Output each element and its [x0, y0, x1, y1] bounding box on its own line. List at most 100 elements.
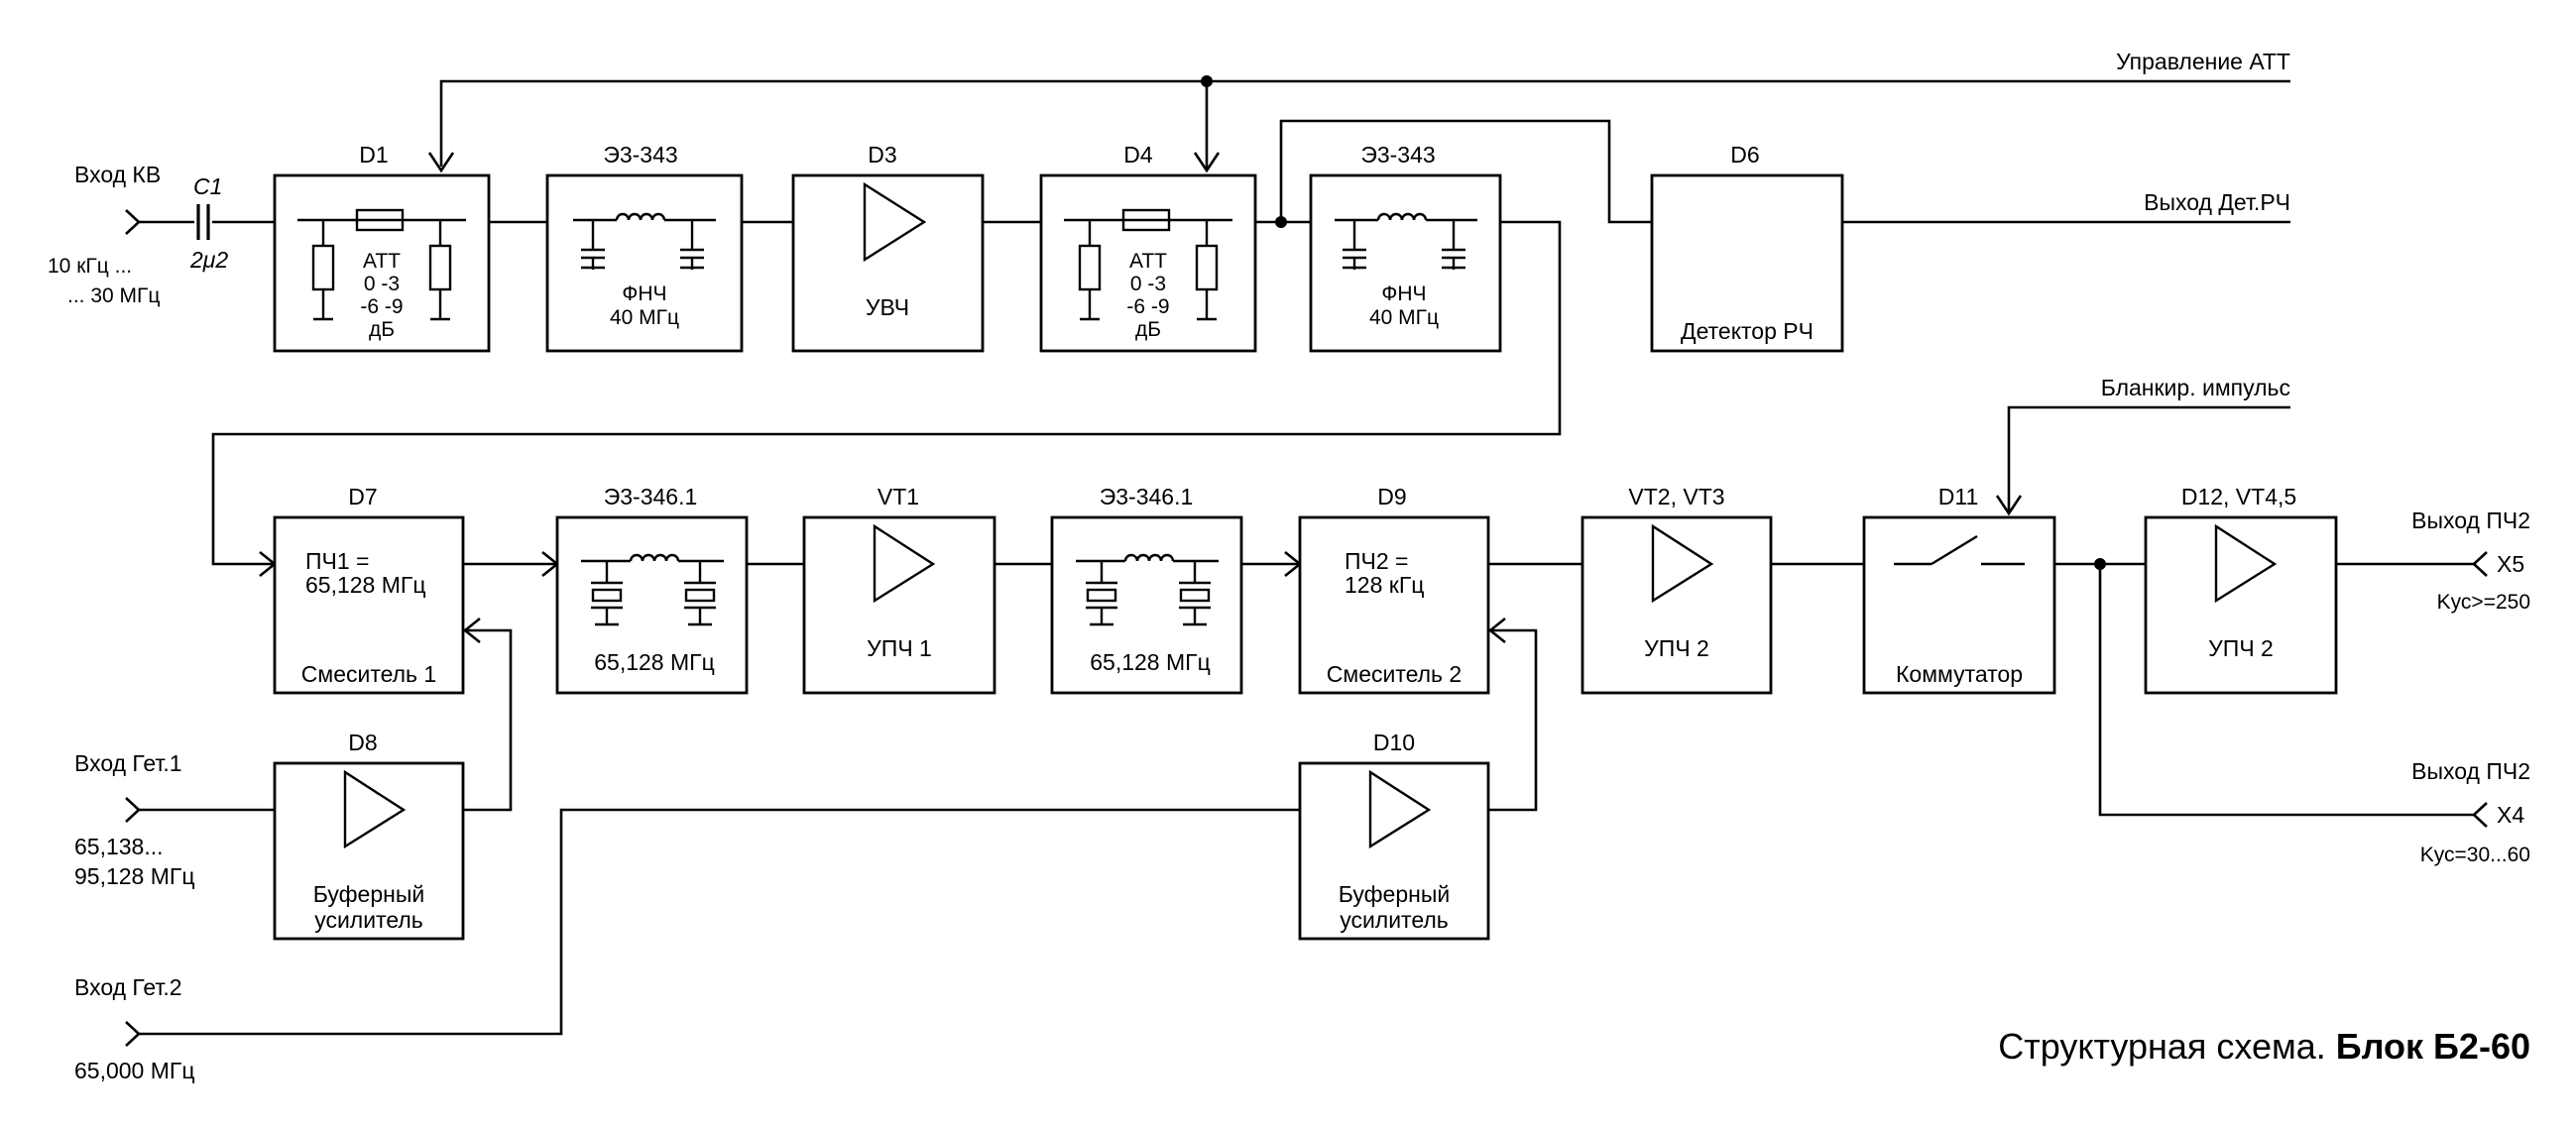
block-ref: D3	[868, 142, 896, 168]
amplifier-icon	[343, 769, 407, 849]
blank-pulse-label: Бланкир. импульс	[2101, 375, 2290, 400]
attenuator-symbol	[1064, 208, 1232, 321]
block-ref: Э3-346.1	[1100, 484, 1194, 509]
block-text: 65,128 МГц	[1090, 649, 1211, 675]
block-text: 65,128 МГц	[594, 649, 715, 675]
amplifier-icon	[863, 181, 927, 263]
block-ref: VT2, VT3	[1628, 484, 1724, 509]
block-text: АТТ	[1129, 250, 1167, 273]
attenuator-symbol	[297, 208, 466, 321]
caption-bold: Блок Б2-60	[2336, 1026, 2530, 1067]
lowpass-filter-symbol	[1335, 212, 1477, 270]
output-x5-connector	[2472, 551, 2488, 577]
input-get1-label: Вход Гет.1	[74, 750, 182, 776]
block-text: Детектор РЧ	[1681, 318, 1814, 344]
output-x5-label: Выход ПЧ2	[2411, 508, 2530, 533]
input-kv-range: 10 кГц ...	[48, 255, 132, 278]
block-d1	[273, 173, 491, 353]
output-x5-connector-label: X5	[2497, 551, 2524, 577]
block-text: 128 кГц	[1345, 572, 1424, 598]
block-text: ПЧ1 =	[305, 548, 369, 574]
block-text: УПЧ 1	[867, 635, 932, 661]
output-x5-gain: Kус>=250	[2437, 591, 2530, 614]
block-text: ФНЧ	[1381, 282, 1426, 305]
block-text: -6 -9	[360, 295, 403, 318]
block-text: дБ	[369, 318, 395, 341]
block-ref: D10	[1373, 730, 1415, 755]
block-quartz-filter-1	[555, 515, 749, 695]
block-text: 0 -3	[364, 273, 400, 295]
block-d7	[273, 515, 465, 695]
input-get1-freq: 65,138...	[74, 834, 164, 859]
block-text: 40 МГц	[1369, 306, 1439, 329]
amplifier-icon	[873, 523, 936, 604]
switch-symbol	[1894, 534, 2025, 566]
det-output-label: Выход Дет.РЧ	[2144, 189, 2290, 215]
output-x4-label: Выход ПЧ2	[2411, 758, 2530, 784]
block-quartz-filter-2	[1050, 515, 1243, 695]
quartz-filter-symbol	[1076, 553, 1219, 626]
block-text: УПЧ 2	[1644, 635, 1709, 661]
input-kv-connector	[125, 209, 141, 235]
capacitor-value: 2μ2	[189, 247, 228, 273]
block-text: Смеситель 1	[301, 661, 436, 687]
input-get1-connector	[125, 797, 141, 823]
output-x4-connector-label: X4	[2497, 802, 2524, 828]
block-text: Смеситель 2	[1327, 661, 1462, 687]
block-d10	[1298, 761, 1490, 941]
block-d6	[1650, 173, 1844, 353]
block-text: ПЧ2 =	[1345, 548, 1408, 574]
junction-dot	[1275, 216, 1287, 228]
input-get2-label: Вход Гет.2	[74, 974, 182, 1000]
output-x4-gain: Kус=30...60	[2420, 844, 2530, 866]
capacitor-c1	[194, 204, 212, 240]
block-d4	[1039, 173, 1257, 353]
caption-plain: Структурная схема.	[1998, 1026, 2336, 1067]
block-text: УПЧ 2	[2208, 635, 2274, 661]
block-text: Буферный	[1339, 881, 1450, 907]
block-ref: Э3-346.1	[604, 484, 698, 509]
block-ref: VT1	[878, 484, 919, 509]
junction-dot	[2094, 558, 2106, 570]
input-get2-freq: 65,000 МГц	[74, 1058, 195, 1083]
amplifier-icon	[2214, 523, 2278, 604]
input-kv-label: Вход КВ	[74, 162, 161, 187]
block-text: усилитель	[314, 907, 423, 933]
amplifier-icon	[1651, 523, 1714, 604]
block-ref: D4	[1123, 142, 1153, 168]
diagram-caption: Структурная схема. Блок Б2-60	[1998, 1026, 2530, 1067]
junction-dot	[1201, 75, 1213, 87]
block-text: Буферный	[313, 881, 424, 907]
block-text: 0 -3	[1130, 273, 1166, 295]
block-ref: D8	[348, 730, 377, 755]
block-filter-1	[545, 173, 744, 353]
block-ref: D12, VT4,5	[2181, 484, 2296, 509]
block-text: -6 -9	[1126, 295, 1169, 318]
block-ref: D7	[348, 484, 377, 509]
block-text: усилитель	[1340, 907, 1449, 933]
block-ref: D11	[1938, 484, 1979, 509]
block-d9	[1298, 515, 1490, 695]
block-text: ФНЧ	[622, 282, 666, 305]
block-text: Коммутатор	[1896, 661, 2023, 687]
block-text: 65,128 МГц	[305, 572, 426, 598]
block-ref: Э3-343	[1360, 142, 1435, 168]
input-kv-range: ... 30 МГц	[67, 284, 160, 307]
block-ref: D1	[359, 142, 388, 168]
input-get2-connector	[125, 1021, 141, 1047]
block-text: УВЧ	[866, 294, 909, 320]
block-text: АТТ	[363, 250, 401, 273]
att-control-label: Управление АТТ	[2116, 49, 2290, 74]
block-text: дБ	[1135, 318, 1161, 341]
block-ref: D6	[1730, 142, 1759, 168]
block-text: 40 МГц	[610, 306, 679, 329]
input-get1-freq: 95,128 МГц	[74, 863, 195, 889]
capacitor-name: C1	[193, 173, 222, 199]
output-x4-connector	[2472, 802, 2488, 828]
block-ref: D9	[1377, 484, 1406, 509]
quartz-filter-symbol	[581, 553, 724, 626]
block-filter-2	[1309, 173, 1502, 353]
amplifier-icon	[1368, 769, 1432, 849]
lowpass-filter-symbol	[573, 212, 716, 270]
